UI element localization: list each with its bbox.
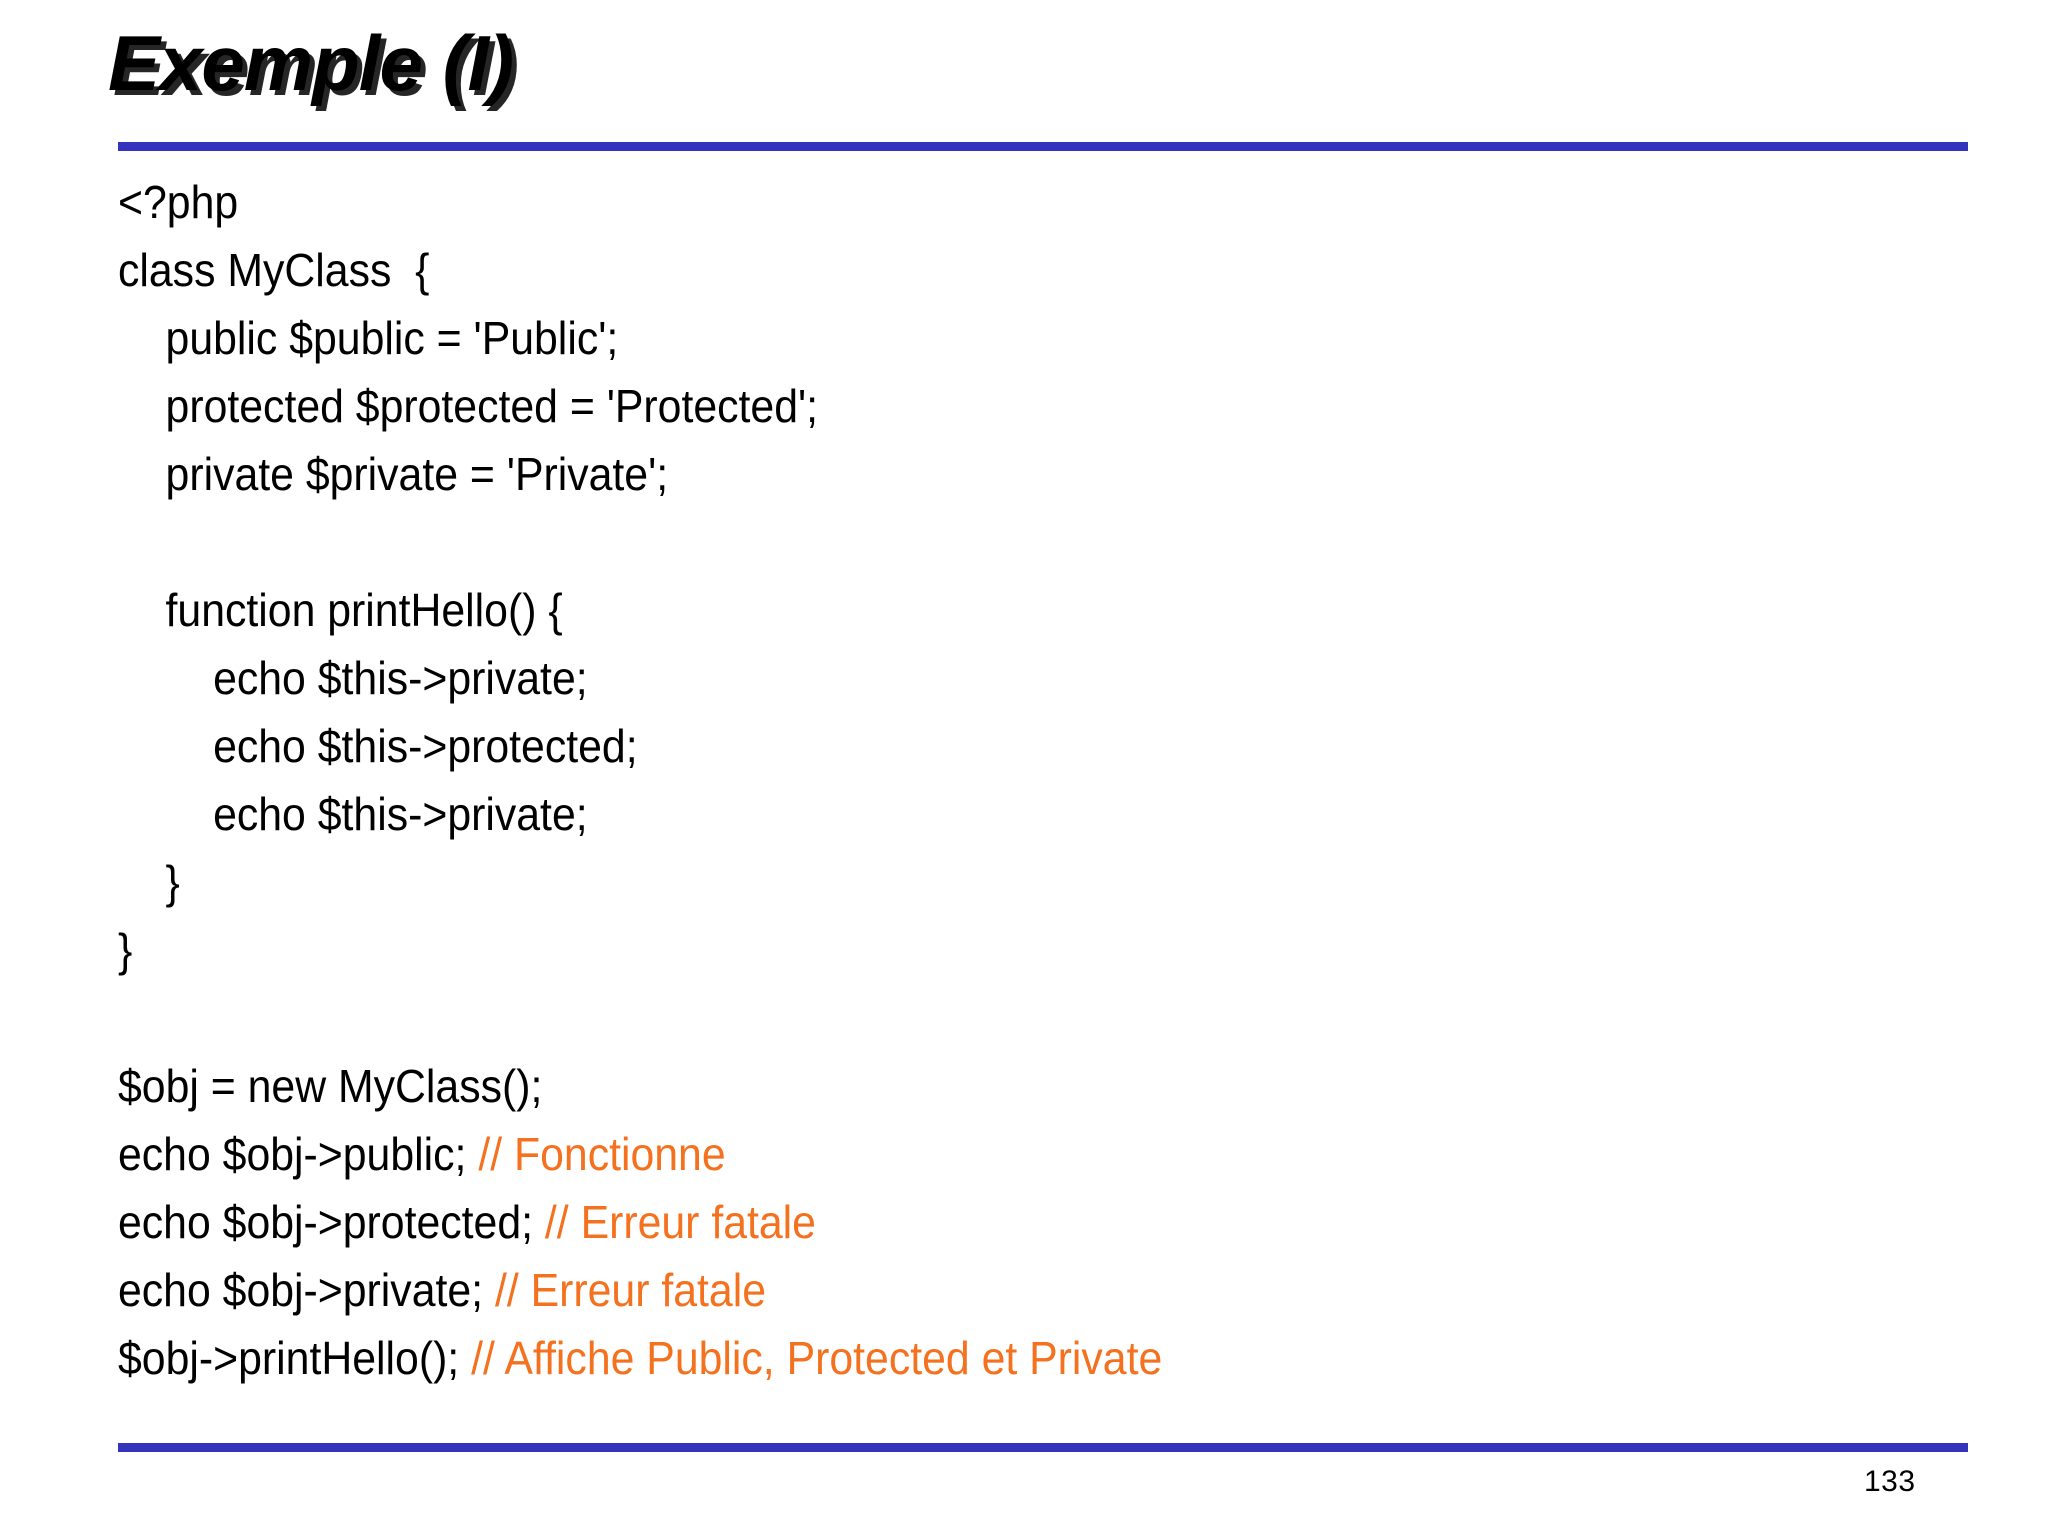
code-text: protected $protected = 'Protected'; [118,380,819,432]
code-text: public $public = 'Public'; [118,312,619,364]
code-line: <?php [118,168,1839,236]
code-text: echo $this->private; [118,788,588,840]
code-text: $obj->printHello(); [118,1332,472,1384]
code-text: echo $obj->protected; [118,1196,545,1248]
code-line: $obj->printHello(); // Affiche Public, P… [118,1324,1839,1392]
code-line: private $private = 'Private'; [118,440,1839,508]
code-text: } [118,924,133,976]
code-text: echo $this->private; [118,652,588,704]
code-line: echo $this->protected; [118,712,1839,780]
code-line: public $public = 'Public'; [118,304,1839,372]
code-line: $obj = new MyClass(); [118,1052,1839,1120]
code-line: echo $obj->public; // Fonctionne [118,1120,1839,1188]
code-comment: // Erreur fatale [544,1196,816,1248]
code-comment: // Affiche Public, Protected et Private [471,1332,1163,1384]
code-line [118,984,1839,1052]
code-text: private $private = 'Private'; [118,448,669,500]
php-code-block: <?php class MyClass { public $public = 'P… [118,168,1839,1392]
code-line: } [118,916,1839,984]
code-line: protected $protected = 'Protected'; [118,372,1839,440]
code-text: class MyClass { [118,244,430,296]
page-number: 133 [1864,1465,1916,1498]
code-text: echo $this->protected; [118,720,638,772]
code-line [118,508,1839,576]
title-divider-rule [118,142,1968,151]
page-title: Exemple (I) [108,19,514,107]
code-text: function printHello() { [118,584,563,636]
code-line: function printHello() { [118,576,1839,644]
code-text: } [118,856,180,908]
code-line: echo $obj->private; // Erreur fatale [118,1256,1839,1324]
code-text: $obj = new MyClass(); [118,1060,543,1112]
code-text: <?php [118,176,239,228]
code-comment: // Fonctionne [478,1128,726,1180]
footer-divider-rule [118,1443,1968,1452]
code-text: echo $obj->private; [118,1264,495,1316]
code-text: echo $obj->public; [118,1128,479,1180]
code-line: echo $this->private; [118,780,1839,848]
code-line: echo $this->private; [118,644,1839,712]
code-line: echo $obj->protected; // Erreur fatale [118,1188,1839,1256]
code-line: } [118,848,1839,916]
code-comment: // Erreur fatale [494,1264,766,1316]
code-line: class MyClass { [118,236,1839,304]
